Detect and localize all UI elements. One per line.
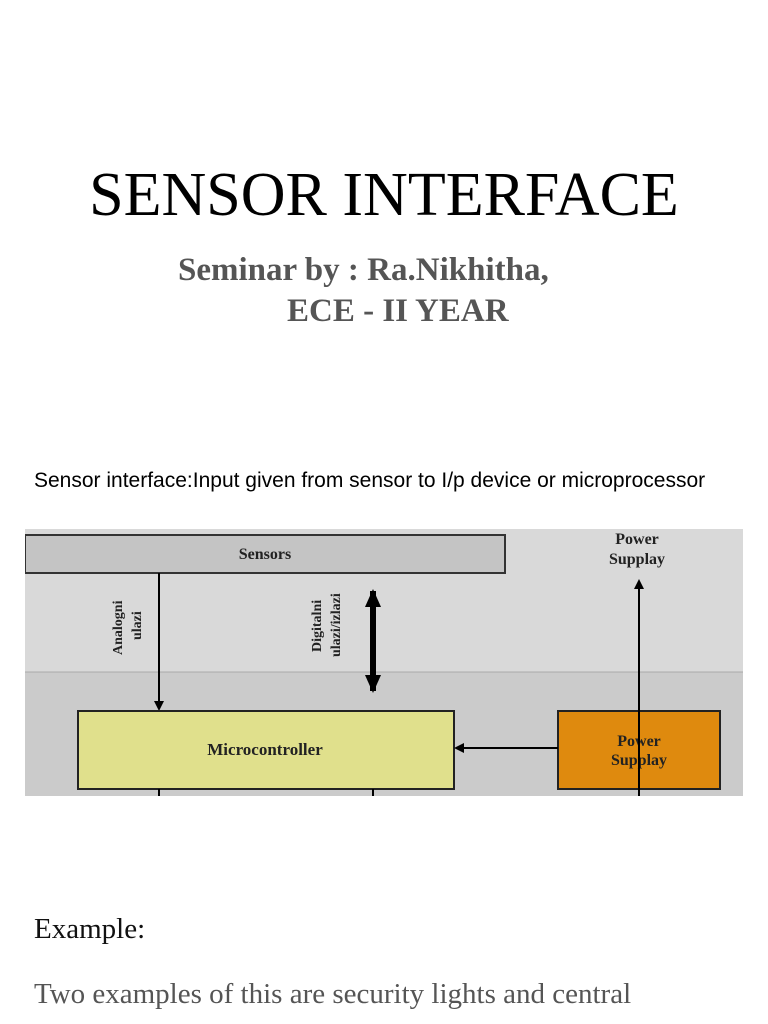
slide-title: SENSOR INTERFACE — [89, 161, 679, 229]
example-text: Two examples of this are security lights… — [34, 978, 632, 1010]
microcontroller-box — [77, 710, 455, 790]
class-year-line: ECE - II YEAR — [287, 293, 509, 329]
microcontroller-label: Microcontroller — [207, 740, 323, 759]
presenter-line: Seminar by : Ra.Nikhitha, — [178, 252, 549, 288]
digital-label-2: ulazi/izlazi — [329, 593, 344, 657]
power-supply-top-label-2: Supplay — [609, 551, 665, 568]
diagram-caption: Sensor interface:Input given from sensor… — [34, 469, 706, 492]
digital-label-1: Digitalni — [310, 600, 325, 652]
example-heading: Example: — [34, 913, 146, 945]
sensor-interface-diagram: Sensors Analogni ulazi Digitalni ulazi/i… — [25, 529, 743, 796]
sensors-box — [25, 534, 506, 574]
analog-label-1: Analogni — [111, 600, 126, 655]
power-supply-top-label-1: Power — [615, 531, 659, 548]
analog-label-2: ulazi — [130, 611, 145, 640]
sensors-label: Sensors — [239, 546, 291, 563]
